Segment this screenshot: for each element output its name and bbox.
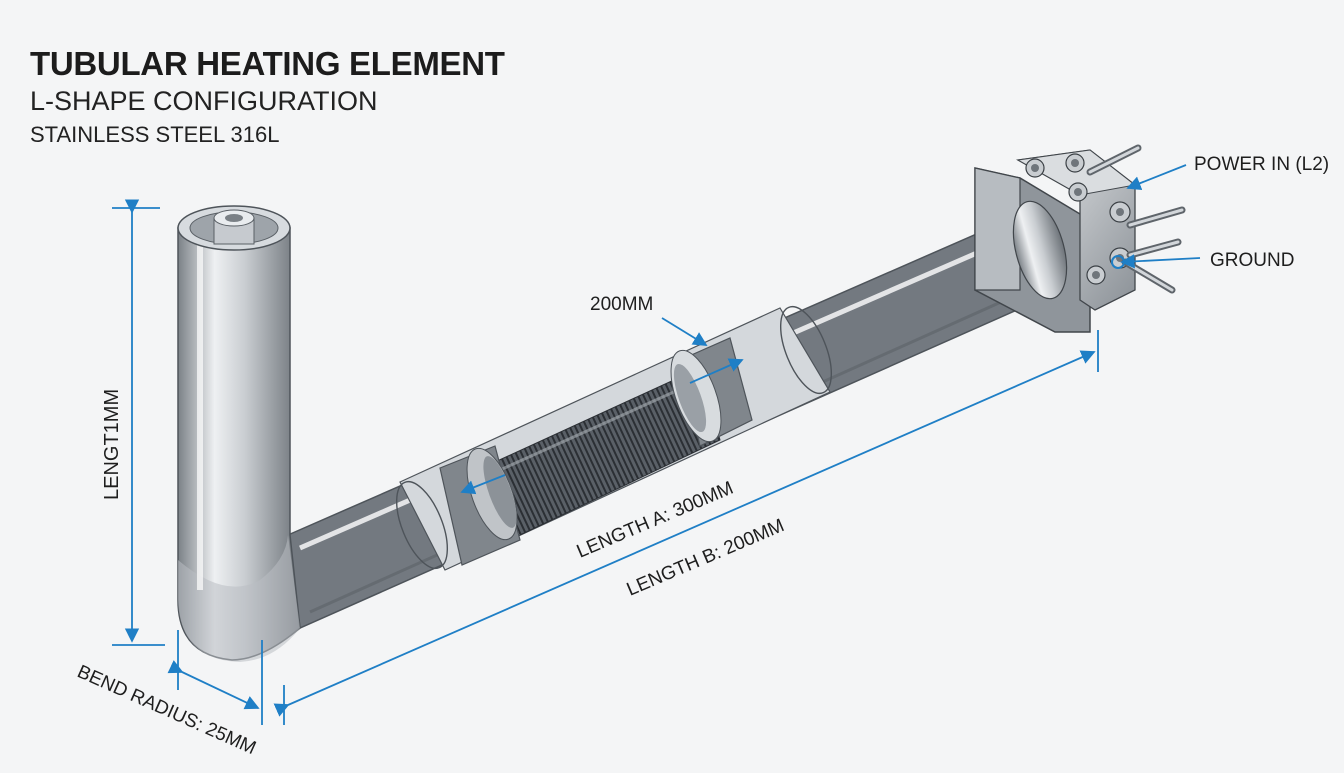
label-segment: 200MM (590, 294, 653, 315)
label-bend-radius: BEND RADIUS: 25MM (74, 661, 259, 759)
label-power-in: POWER IN (L2) (1194, 154, 1329, 175)
dimension-lines (112, 164, 1201, 725)
ground-marker (1111, 255, 1125, 269)
material-label: STAINLESS STEEL 316L (30, 122, 280, 147)
terminal-screw (1068, 182, 1088, 202)
label-ground: GROUND (1210, 250, 1294, 271)
lead-wire (1126, 238, 1182, 259)
mounting-flange (974, 167, 1091, 333)
terminal-screw (1065, 153, 1085, 173)
terminal-block (1016, 144, 1186, 311)
terminal-screw (1109, 201, 1131, 223)
lead-wire (1086, 144, 1142, 176)
lead-wire (1126, 206, 1186, 229)
diagram-subtitle: L-SHAPE CONFIGURATION (30, 86, 378, 116)
tubular-element (177, 144, 1186, 662)
title-block: TUBULAR HEATING ELEMENT L-SHAPE CONFIGUR… (30, 44, 505, 152)
terminal-screw (1086, 265, 1106, 285)
terminal-screw (1025, 158, 1045, 178)
diagram-title: TUBULAR HEATING ELEMENT (30, 45, 505, 82)
label-vertical-length: LENGT1MM (101, 389, 123, 500)
